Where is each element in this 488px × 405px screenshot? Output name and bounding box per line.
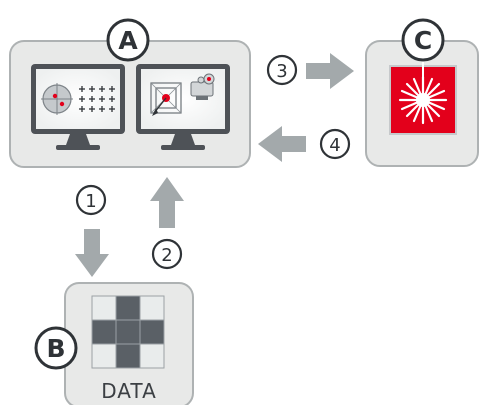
- label-c: C: [414, 26, 432, 55]
- arrow-step-2: 2: [150, 177, 184, 270]
- arrow-step-4: 4: [258, 126, 351, 162]
- step-4-badge: [319, 128, 351, 160]
- monitor-left: [31, 64, 125, 150]
- data-label: DATA: [101, 379, 157, 403]
- label-a: A: [118, 26, 138, 55]
- label-a-badge: A: [106, 18, 150, 62]
- data-grid-icon: [91, 295, 165, 369]
- laser-focus-icon: [150, 73, 215, 116]
- label-b-badge: B: [34, 326, 78, 370]
- step-4-label: 4: [329, 135, 340, 156]
- laser-burst-icon: [398, 48, 448, 125]
- step-1-label: 1: [85, 191, 96, 212]
- target-grid-icon: [41, 83, 115, 115]
- monitor-right: [136, 64, 230, 150]
- step-3-badge: [266, 54, 298, 86]
- box-c-laser: C: [365, 18, 479, 167]
- step-3-label: 3: [276, 61, 287, 82]
- step-2-badge: [151, 238, 183, 270]
- label-c-badge: C: [401, 18, 445, 62]
- step-1-badge: [75, 184, 107, 216]
- box-a-workstation: A: [9, 18, 251, 168]
- arrow-step-3: 3: [266, 53, 354, 89]
- arrow-step-1: 1: [75, 184, 109, 277]
- step-2-label: 2: [161, 245, 172, 266]
- label-b: B: [46, 334, 65, 363]
- box-b-data: DATA B: [34, 282, 194, 405]
